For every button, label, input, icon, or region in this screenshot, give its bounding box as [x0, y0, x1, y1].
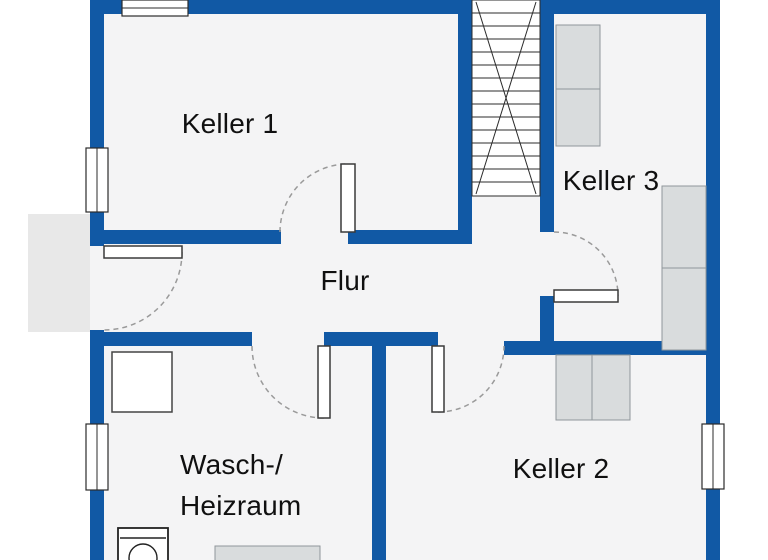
wall-segment	[706, 489, 720, 560]
storage-block	[214, 545, 321, 560]
door-swing-arc	[279, 163, 349, 233]
room-label-wasch-heizraum: Wasch-/ Heizraum	[180, 444, 301, 526]
door-leaf	[553, 289, 619, 303]
wall-segment	[540, 0, 554, 232]
storage-blocks	[214, 24, 707, 560]
windows	[85, 0, 725, 491]
wall-segment	[90, 0, 122, 14]
room-label-keller-2: Keller 2	[512, 453, 610, 484]
wall-segment	[90, 0, 104, 148]
washing-machine-icon	[117, 527, 169, 560]
storage-block	[555, 88, 601, 147]
wall-segment	[540, 296, 554, 355]
door-leaf	[431, 345, 445, 413]
wall-segment	[90, 332, 252, 346]
wall-segment	[188, 0, 472, 14]
door-leaf	[340, 163, 356, 233]
wall-segment	[90, 490, 104, 560]
door-swing-arc	[251, 345, 325, 419]
door-leaf	[317, 345, 331, 419]
window-icon	[701, 423, 725, 490]
wall-segment	[90, 330, 104, 424]
window-icon	[121, 0, 189, 17]
equipment-box	[111, 351, 173, 413]
storage-block	[591, 354, 631, 421]
staircase-icon	[471, 0, 541, 197]
doors	[103, 163, 619, 419]
wall-segment	[90, 230, 281, 244]
storage-block	[661, 267, 707, 351]
room-label-keller-3: Keller 3	[562, 165, 660, 196]
door-leaf	[103, 245, 183, 259]
entrance-landing	[28, 214, 90, 332]
wall-segment	[458, 0, 472, 244]
wall-segment	[324, 332, 438, 346]
door-swing-arc	[553, 231, 619, 297]
storage-block	[555, 354, 593, 421]
door-swing-arc	[437, 345, 505, 413]
room-label-keller-1: Keller 1	[181, 108, 279, 139]
wall-segment	[348, 230, 472, 244]
room-label-wasch-line1: Wasch-/	[180, 449, 284, 480]
storage-block	[555, 24, 601, 90]
wall-segment	[706, 0, 720, 424]
wall-segment	[540, 0, 720, 14]
wall-segment	[372, 346, 386, 560]
window-icon	[85, 147, 109, 213]
room-label-flur: Flur	[320, 265, 370, 296]
floor-area	[90, 0, 720, 560]
window-icon	[85, 423, 109, 491]
storage-block	[661, 185, 707, 269]
room-label-wasch-line2: Heizraum	[180, 490, 302, 521]
